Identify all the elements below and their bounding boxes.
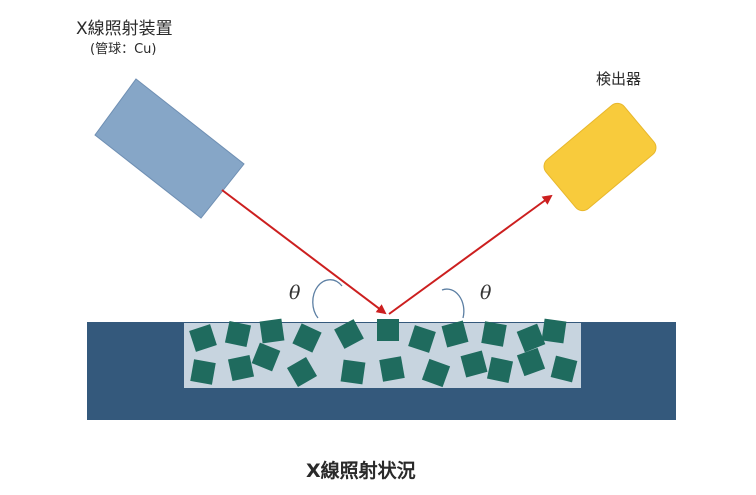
angle-arc-right (441, 288, 465, 319)
source-subtitle: (管球：Cu) (90, 42, 157, 57)
crystal-grain (334, 319, 364, 349)
crystal-grain (259, 318, 285, 344)
detector (543, 102, 657, 212)
crystal-grain (441, 320, 469, 348)
detector-label: 検出器 (596, 70, 642, 88)
crystal-grain (227, 354, 255, 382)
crystal-grain (286, 356, 318, 388)
theta-right-label: θ (480, 282, 492, 304)
diffracted-beam (388, 194, 553, 315)
crystal-grain (550, 355, 578, 383)
crystal-grain (486, 356, 514, 384)
angle-arc-left (312, 279, 343, 319)
crystal-grain (340, 359, 366, 385)
crystal-grain (421, 358, 451, 388)
crystal-grain (516, 347, 546, 377)
crystal-grain (516, 323, 546, 353)
crystal-grain (190, 359, 216, 385)
crystal-grain (189, 324, 217, 352)
diagram-caption: X線照射状況 (306, 460, 416, 482)
source-title: X線照射装置 (76, 19, 173, 39)
crystal-grain (481, 321, 507, 347)
crystal-grain (379, 356, 405, 382)
crystal-grains (189, 318, 578, 388)
crystal-grain (541, 318, 567, 344)
crystal-grain (408, 325, 436, 353)
theta-left-label: θ (289, 282, 301, 304)
crystal-grain (224, 320, 252, 348)
crystal-grain (251, 342, 281, 372)
xray-source (94, 78, 245, 219)
crystal-grain (292, 323, 322, 353)
crystal-grain (460, 350, 488, 378)
crystal-grain (377, 319, 399, 341)
incident-beam (221, 189, 387, 315)
